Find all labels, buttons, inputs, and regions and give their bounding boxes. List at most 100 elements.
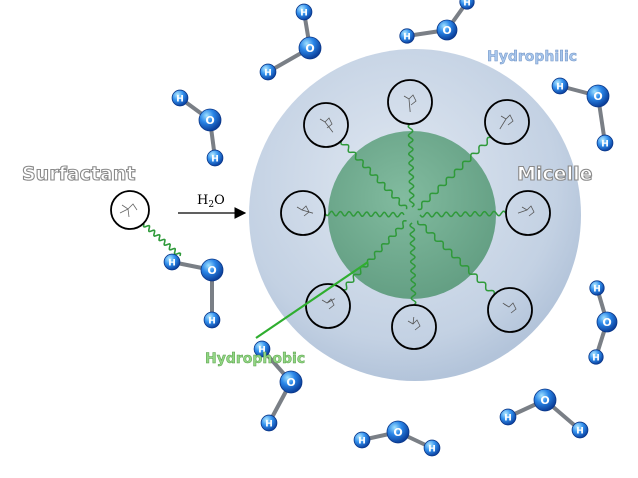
hydrogen-atom-label: H bbox=[556, 83, 564, 93]
oxygen-atom-label: O bbox=[442, 24, 451, 37]
free-surfactant-tail bbox=[142, 223, 182, 257]
hydrogen-atom-label: H bbox=[300, 9, 308, 19]
hydrogen-atom-label: H bbox=[428, 445, 436, 455]
hydrogen-atom bbox=[551, 77, 569, 95]
oxygen-atom-label: O bbox=[205, 114, 214, 127]
surfactant-head bbox=[280, 190, 326, 236]
water-molecule: H H O bbox=[253, 340, 303, 432]
surfactant-head bbox=[487, 287, 533, 333]
hydrogen-atom bbox=[571, 421, 589, 439]
surfactant-tail bbox=[340, 140, 408, 210]
surfactant-tail bbox=[409, 222, 417, 306]
surfactant-head bbox=[505, 190, 551, 236]
surfactant-head-ring bbox=[484, 99, 530, 145]
water-molecule: H H O bbox=[399, 0, 475, 44]
surfactant-head-ring bbox=[391, 304, 437, 350]
surfactant-head-ring bbox=[280, 190, 326, 236]
free-surfactant-head-structure bbox=[119, 203, 138, 218]
hydrogen-atom-label: H bbox=[504, 414, 512, 424]
oxygen-atom bbox=[386, 420, 410, 444]
oxygen-atom bbox=[198, 108, 222, 132]
hydrogen-atom-label: H bbox=[264, 69, 272, 79]
surfactant-label: Surfactant bbox=[22, 163, 135, 185]
surfactant-head-ring bbox=[487, 287, 533, 333]
hydrogen-atom-label: H bbox=[358, 437, 366, 447]
surfactant-head-structure bbox=[517, 205, 535, 217]
hydrogen-atom-label: H bbox=[168, 259, 176, 269]
oxygen-atom-label: O bbox=[593, 90, 602, 103]
hydrogen-atom bbox=[399, 28, 415, 44]
surfactant-head bbox=[305, 283, 351, 329]
hydrogen-atom bbox=[589, 280, 605, 296]
hydrogen-atom bbox=[259, 63, 277, 81]
oxygen-atom bbox=[279, 370, 303, 394]
oxygen-atom-label: O bbox=[305, 42, 314, 55]
oxygen-atom-label: O bbox=[540, 394, 549, 407]
hydrogen-atom bbox=[206, 149, 224, 167]
water-molecule: H H O bbox=[499, 388, 589, 439]
hydrogen-atom bbox=[459, 0, 475, 10]
hydrogen-atom-label: H bbox=[463, 0, 471, 9]
surfactant-head bbox=[303, 102, 349, 148]
hydrophilic-label: Hydrophilic bbox=[487, 49, 577, 65]
surfactant-head-ring bbox=[305, 283, 351, 329]
hydrogen-atom bbox=[260, 414, 278, 432]
surfactant-head-structure bbox=[407, 316, 421, 331]
oxygen-atom bbox=[200, 258, 224, 282]
surfactant-head-structure bbox=[296, 205, 314, 217]
hydrogen-atom-label: H bbox=[403, 33, 411, 43]
surfactant-tail bbox=[342, 220, 407, 291]
surfactant-head-ring bbox=[505, 190, 551, 236]
hydrogen-atom-label: H bbox=[176, 95, 184, 105]
hydrogen-atom-label: H bbox=[208, 317, 216, 327]
hydrogen-atom-label: H bbox=[258, 346, 266, 356]
surfactant-head-structure bbox=[321, 298, 335, 310]
oxygen-atom bbox=[298, 36, 322, 60]
surfactant-head bbox=[484, 99, 530, 145]
oxygen-atom-label: O bbox=[393, 426, 402, 439]
hydrogen-atom bbox=[203, 311, 221, 329]
hydrogen-atom bbox=[171, 89, 189, 107]
water-molecule: H H O bbox=[353, 420, 441, 457]
oxygen-atom-label: O bbox=[602, 316, 611, 329]
hydrogen-atom bbox=[353, 431, 371, 449]
surfactant-head-ring bbox=[387, 79, 433, 125]
oxygen-atom bbox=[596, 311, 618, 333]
hydrogen-atom-label: H bbox=[593, 285, 601, 295]
water-molecule: H H O bbox=[588, 280, 618, 365]
hydrogen-atom bbox=[295, 3, 313, 21]
reagent-label: H2O bbox=[197, 193, 225, 210]
surfactant-head-ring bbox=[303, 102, 349, 148]
hydrogen-atom bbox=[596, 134, 614, 152]
hydrogen-atom-label: H bbox=[601, 140, 609, 150]
surfactant-tail bbox=[407, 123, 415, 208]
oxygen-atom bbox=[533, 388, 557, 412]
hydrogen-atom bbox=[163, 253, 181, 271]
surfactant-tail bbox=[416, 220, 496, 295]
free-surfactant bbox=[110, 190, 182, 257]
surfactant-head-structure bbox=[319, 117, 334, 133]
hydrogen-atom bbox=[253, 340, 271, 358]
oxygen-atom-label: O bbox=[286, 376, 295, 389]
surfactant-tail bbox=[324, 210, 405, 218]
hydrogen-atom bbox=[588, 349, 604, 365]
micelle-hydrophilic-heads bbox=[280, 79, 551, 350]
water-molecule: HHO bbox=[163, 253, 224, 329]
free-surfactant-head bbox=[110, 190, 150, 230]
oxygen-atom bbox=[436, 19, 458, 41]
hydrogen-atom bbox=[499, 408, 517, 426]
micelle-label: Micelle bbox=[517, 163, 592, 185]
water-molecule: H H O bbox=[259, 3, 322, 81]
surfactant-head-structure bbox=[499, 114, 514, 130]
hydrogen-atom-label: H bbox=[592, 354, 600, 364]
water-molecule: H H O bbox=[171, 89, 224, 167]
hydrogen-atom-label: H bbox=[265, 420, 273, 430]
surfactant-head bbox=[387, 79, 433, 125]
oxygen-atom bbox=[586, 84, 610, 108]
hydrogen-atom-label: H bbox=[576, 427, 584, 437]
hydrogen-atom-label: H bbox=[211, 155, 219, 165]
surfactant-head-structure bbox=[502, 302, 517, 314]
water-molecule: H H O bbox=[551, 77, 614, 152]
